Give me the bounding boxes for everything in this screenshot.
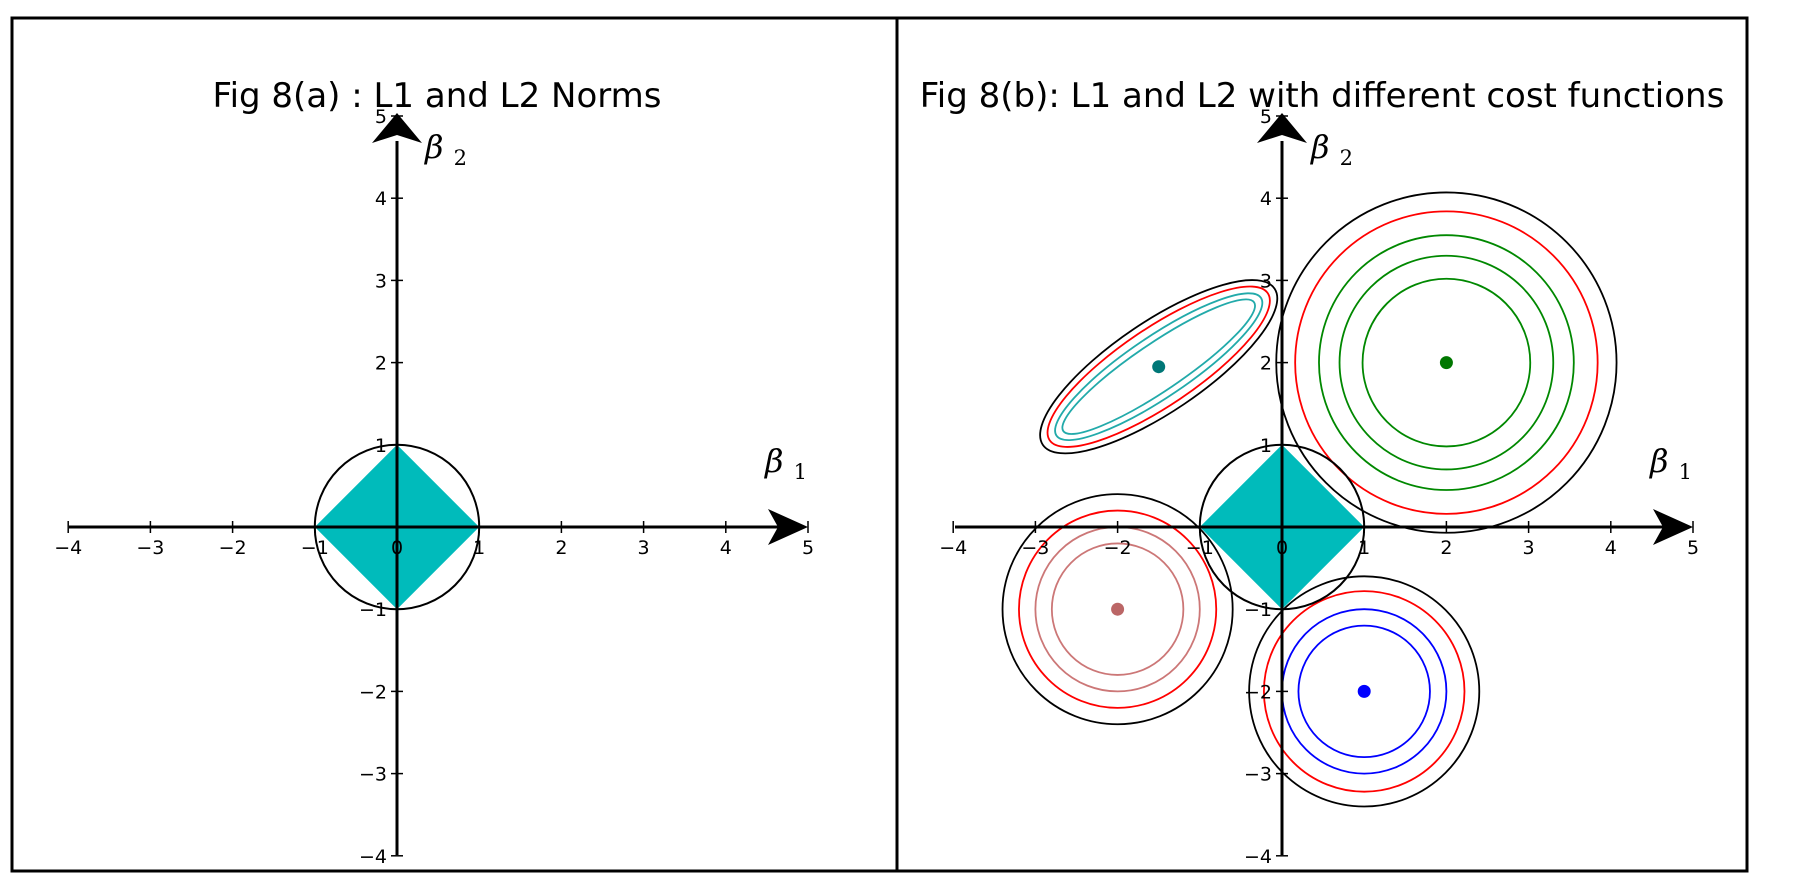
cost-contour	[1318, 234, 1575, 491]
x-tick-label: −1	[1186, 537, 1214, 559]
y-axis-arrowhead	[372, 113, 422, 143]
y-tick-label: 1	[375, 435, 387, 457]
cost-minimum-point	[1357, 684, 1371, 698]
cost-contour	[1018, 509, 1218, 709]
x-tick-label: 5	[802, 537, 814, 559]
y-tick-label: −4	[1244, 846, 1272, 868]
x-axis-arrowhead	[1653, 509, 1693, 545]
cost-contour	[1263, 590, 1466, 793]
axes	[67, 113, 809, 857]
cost-contour	[1001, 493, 1234, 726]
axes	[952, 113, 1694, 857]
y-tick-label: −4	[359, 846, 387, 868]
y-tick-label: −1	[1244, 599, 1272, 621]
x-tick-label: 1	[1358, 537, 1370, 559]
y-tick-label: 4	[375, 188, 387, 210]
cost-minimum-point	[1439, 356, 1453, 370]
cost-contour	[1294, 210, 1599, 515]
x-tick-label: −4	[54, 537, 82, 559]
chart-title: Fig 8(b): L1 and L2 with different cost …	[920, 76, 1725, 116]
cost-contour	[1338, 254, 1555, 471]
chart-title: Fig 8(a) : L1 and L2 Norms	[213, 76, 662, 116]
axis-label-subscript: 2	[1340, 146, 1353, 170]
y-tick-label: 5	[1260, 106, 1272, 128]
x-tick-label: 0	[391, 537, 403, 559]
cost-contour	[1050, 542, 1185, 676]
cost-contour	[1046, 285, 1271, 448]
y-tick-label: −2	[359, 681, 387, 703]
y-tick-label: 1	[1260, 435, 1272, 457]
x-tick-label: 4	[720, 537, 732, 559]
x-tick-label: −1	[301, 537, 329, 559]
y-tick-label: −3	[1244, 764, 1272, 786]
y-tick-label: −1	[359, 599, 387, 621]
x-tick-label: 3	[1523, 537, 1535, 559]
y-axis-label: β 2	[1310, 128, 1353, 170]
cost-contour	[1054, 292, 1264, 442]
y-axis-arrowhead	[1257, 113, 1307, 143]
cost-contour	[1297, 624, 1431, 759]
axis-label-subscript: 1	[794, 460, 807, 484]
tick-labels: −4 −3 −2 −1 0 1 2 3 4 5 −4 −3 −2 −1 1 2 3 4 5	[54, 106, 814, 868]
y-tick-label: 2	[375, 353, 387, 375]
cost-contour	[1061, 298, 1256, 435]
y-tick-label: 4	[1260, 188, 1272, 210]
y-tick-label: −3	[359, 764, 387, 786]
x-axis-label: β 1	[1649, 442, 1692, 484]
y-tick-label: 5	[375, 106, 387, 128]
axis-label-subscript: 1	[1679, 460, 1692, 484]
y-axis-label-text: β	[1310, 128, 1330, 166]
cost-contours-group	[1001, 191, 1618, 808]
y-tick-label: −2	[1244, 681, 1272, 703]
panel-frame-b	[895, 16, 1749, 873]
y-tick-label: 3	[375, 270, 387, 292]
y-axis-label: β 2	[424, 128, 467, 170]
cost-minimum-point	[1152, 360, 1166, 374]
y-tick-label: 3	[1260, 270, 1272, 292]
x-tick-label: −4	[939, 537, 967, 559]
axis-label-subscript: 2	[454, 146, 467, 170]
cost-contour	[1248, 575, 1481, 808]
x-axis-label: β 1	[764, 442, 807, 484]
x-axis-label-text: β	[764, 442, 784, 480]
x-axis-label-text: β	[1649, 442, 1669, 480]
x-tick-label: −3	[136, 537, 164, 559]
cost-contour	[1361, 277, 1532, 448]
x-tick-label: −3	[1021, 537, 1049, 559]
x-tick-label: −2	[219, 537, 247, 559]
cost-minimum-point	[1111, 602, 1125, 616]
cost-contour	[1039, 279, 1279, 455]
y-tick-label: 2	[1260, 353, 1272, 375]
x-axis-arrowhead	[768, 509, 808, 545]
x-tick-label: 4	[1605, 537, 1617, 559]
tick-labels: −4 −3 −2 −1 0 1 2 3 4 5 −4 −3 −2 −1 1 2 3 4 5	[939, 106, 1699, 868]
x-tick-label: −2	[1104, 537, 1132, 559]
chart-panel-a: Fig 8(a) : L1 and L2 Norms −4 −3 −2 −1 0 1 2 3 4…	[54, 76, 814, 868]
x-tick-label: 5	[1687, 537, 1699, 559]
chart-panel-b: Fig 8(b): L1 and L2 with different cost …	[920, 76, 1725, 868]
y-axis-label-text: β	[424, 128, 444, 166]
x-tick-label: 2	[555, 537, 567, 559]
x-tick-label: 2	[1440, 537, 1452, 559]
x-tick-label: 1	[473, 537, 485, 559]
x-tick-label: 0	[1276, 537, 1288, 559]
x-tick-label: 3	[638, 537, 650, 559]
